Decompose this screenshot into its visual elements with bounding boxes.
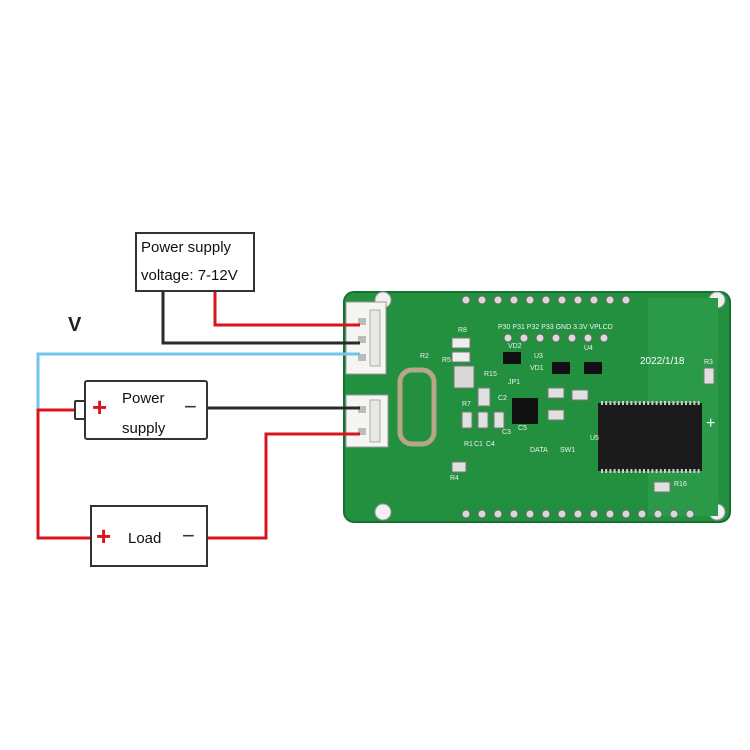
connector-top xyxy=(345,301,387,375)
board-ref-label: R8 xyxy=(458,327,467,334)
board-ref-label: R5 xyxy=(442,357,451,364)
battery-line2: supply xyxy=(122,420,166,437)
header-pin xyxy=(541,509,551,519)
header-pins-top xyxy=(461,295,631,305)
small-chip xyxy=(512,398,538,424)
header-pin xyxy=(685,509,695,519)
header-pin xyxy=(605,509,615,519)
header-pin xyxy=(541,295,551,305)
load-plus: + xyxy=(96,521,112,551)
header-pin xyxy=(477,295,487,305)
header-pin xyxy=(669,509,679,519)
load-box: + Load − xyxy=(90,505,208,567)
pcb-board: P30 P31 P32 P33 GND 3.3V VPLCD 2022/1/18… xyxy=(343,291,731,523)
battery-terminal xyxy=(74,400,86,420)
board-ref-label: R16 xyxy=(674,481,687,488)
red-wire-supply xyxy=(213,290,360,327)
connector-bottom xyxy=(345,394,389,448)
board-ref-label: R1 xyxy=(464,441,473,448)
power-supply-box: Power supply voltage: 7-12V xyxy=(135,232,255,292)
header-pin xyxy=(589,509,599,519)
header-pin xyxy=(573,295,583,305)
header-pin xyxy=(583,333,593,343)
blue-wire-sense xyxy=(36,352,360,410)
header-pin xyxy=(509,295,519,305)
header-pin xyxy=(525,509,535,519)
board-ref-label: R15 xyxy=(484,371,497,378)
header-pin xyxy=(605,295,615,305)
header-pin xyxy=(557,509,567,519)
board-ref-label: R3 xyxy=(704,359,713,366)
board-ref-label: C5 xyxy=(518,425,527,432)
board-ref-label: JP1 xyxy=(508,379,520,386)
board-ref-label: SW1 xyxy=(560,447,575,454)
header-pin xyxy=(535,333,545,343)
header-pin xyxy=(461,509,471,519)
board-ref-label: VD1 xyxy=(530,365,544,372)
battery-plus: + xyxy=(92,392,108,422)
battery-minus: − xyxy=(184,394,197,419)
board-plus-mark: + xyxy=(706,415,715,432)
wires xyxy=(36,290,360,540)
board-date: 2022/1/18 xyxy=(640,356,685,367)
header-pin xyxy=(493,295,503,305)
black-wire-supply xyxy=(161,290,360,345)
header-pin xyxy=(493,509,503,519)
load-minus: − xyxy=(182,523,195,548)
main-chip xyxy=(598,403,702,471)
board-ref-label: C3 xyxy=(502,429,511,436)
power-supply-line2: voltage: 7-12V xyxy=(141,267,238,284)
header-pin xyxy=(519,333,529,343)
board-ref-label: U5 xyxy=(590,435,599,442)
header-pin xyxy=(461,295,471,305)
board-ref-label: DATA xyxy=(530,447,548,454)
pin-labels-text: P30 P31 P32 P33 GND 3.3V VPLCD xyxy=(498,324,613,331)
board-ref-label: C2 xyxy=(498,395,507,402)
header-pin xyxy=(621,295,631,305)
board-ref-label: C1 xyxy=(474,441,483,448)
load-label: Load xyxy=(128,530,162,547)
header-pin xyxy=(621,509,631,519)
header-pin xyxy=(503,333,513,343)
red-wire-battery-load xyxy=(36,408,90,540)
header-pin xyxy=(509,509,519,519)
header-pin xyxy=(599,333,609,343)
header-pins-bottom xyxy=(461,509,695,519)
header-pin xyxy=(573,509,583,519)
board-ref-label: U3 xyxy=(534,353,543,360)
battery-box: + Power supply − xyxy=(84,380,208,440)
header-pin xyxy=(477,509,487,519)
header-pin xyxy=(557,295,567,305)
red-wire-load xyxy=(206,432,360,540)
header-pin xyxy=(653,509,663,519)
board-ref-label: R2 xyxy=(420,353,429,360)
power-supply-line1: Power supply xyxy=(141,239,232,256)
board-ref-label: R4 xyxy=(450,475,459,482)
board-ref-label: R7 xyxy=(462,401,471,408)
board-ref-label: U4 xyxy=(584,345,593,352)
voltage-label: V xyxy=(68,314,82,336)
header-pin xyxy=(567,333,577,343)
battery-line1: Power xyxy=(122,390,165,407)
header-pin xyxy=(551,333,561,343)
header-pin xyxy=(525,295,535,305)
header-pin xyxy=(637,509,647,519)
board-ref-label: VD2 xyxy=(508,343,522,350)
board-ref-label: C4 xyxy=(486,441,495,448)
header-pin xyxy=(589,295,599,305)
